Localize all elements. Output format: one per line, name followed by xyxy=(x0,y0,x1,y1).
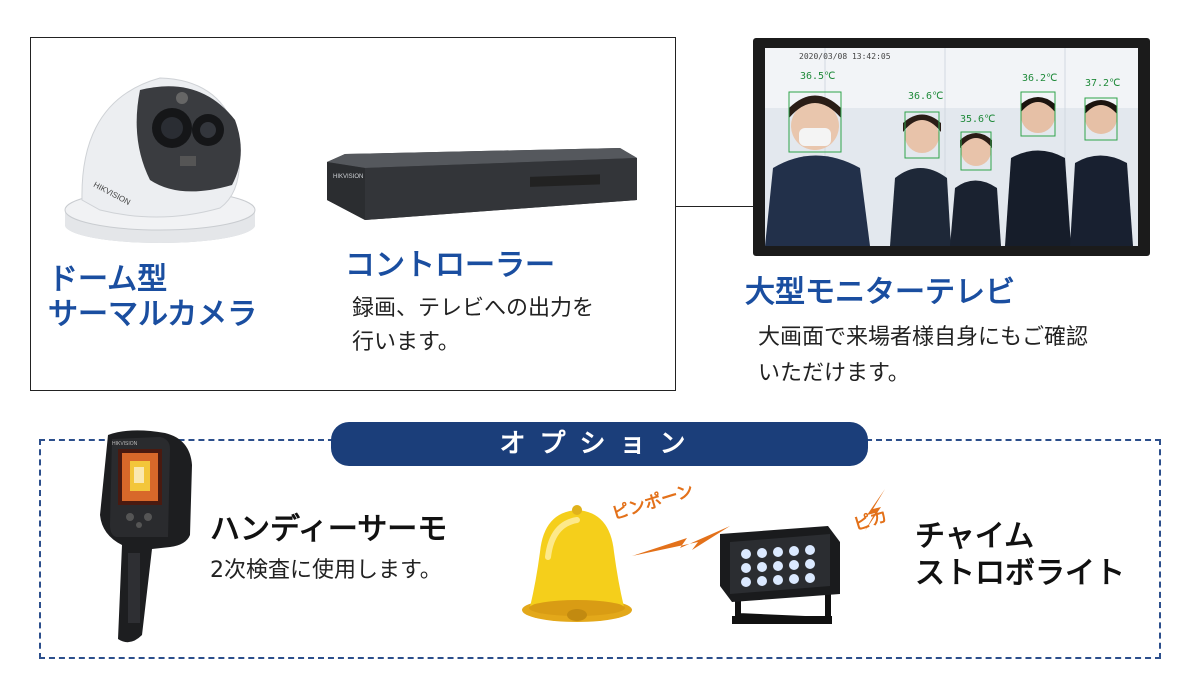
temperature-reading: 36.5℃ xyxy=(800,71,836,82)
handy-thermo-title: ハンディーサーモ xyxy=(210,512,448,547)
sound-zigzag-icon xyxy=(632,526,730,556)
monitor-title: 大型モニターテレビ xyxy=(745,275,1015,310)
handy-thermo-description: 2次検査に使用します。 xyxy=(210,558,442,583)
controller-title: コントローラー xyxy=(345,248,555,283)
handheld-thermometer-image: HIKVISION xyxy=(100,430,192,643)
svg-text:HIKVISION: HIKVISION xyxy=(333,174,363,180)
temperature-reading: 35.6℃ xyxy=(960,114,996,125)
strobe-light-image xyxy=(720,526,840,624)
controller-description: 録画、テレビへの出力を 行います。 xyxy=(352,296,595,355)
temperature-reading: 37.2℃ xyxy=(1085,78,1121,89)
temperature-reading: 36.6℃ xyxy=(908,91,944,102)
nvr-controller-image: HIKVISION xyxy=(327,148,637,220)
dome-thermal-camera-image: HIKVISION xyxy=(64,77,256,243)
bell-icon xyxy=(522,505,632,622)
monitor-screen: 2020/03/08 13:42:05 36.5℃ 36.6℃ 35.6℃ 36… xyxy=(765,48,1138,246)
flash-zigzag-icon xyxy=(865,489,885,531)
temperature-reading: 36.2℃ xyxy=(1022,73,1058,84)
options-badge: オプション xyxy=(331,422,868,466)
svg-text:HIKVISION: HIKVISION xyxy=(112,441,138,447)
monitor-timestamp: 2020/03/08 13:42:05 xyxy=(799,52,891,61)
monitor-description: 大画面で来場者様自身にもご確認 いただけます。 xyxy=(758,325,1089,386)
monitor-image: 2020/03/08 13:42:05 36.5℃ 36.6℃ 35.6℃ 36… xyxy=(753,38,1150,256)
camera-title: ドーム型 サーマルカメラ xyxy=(48,262,258,332)
connector-line xyxy=(676,206,758,207)
chime-strobe-title: チャイム ストロボライト xyxy=(915,519,1125,591)
